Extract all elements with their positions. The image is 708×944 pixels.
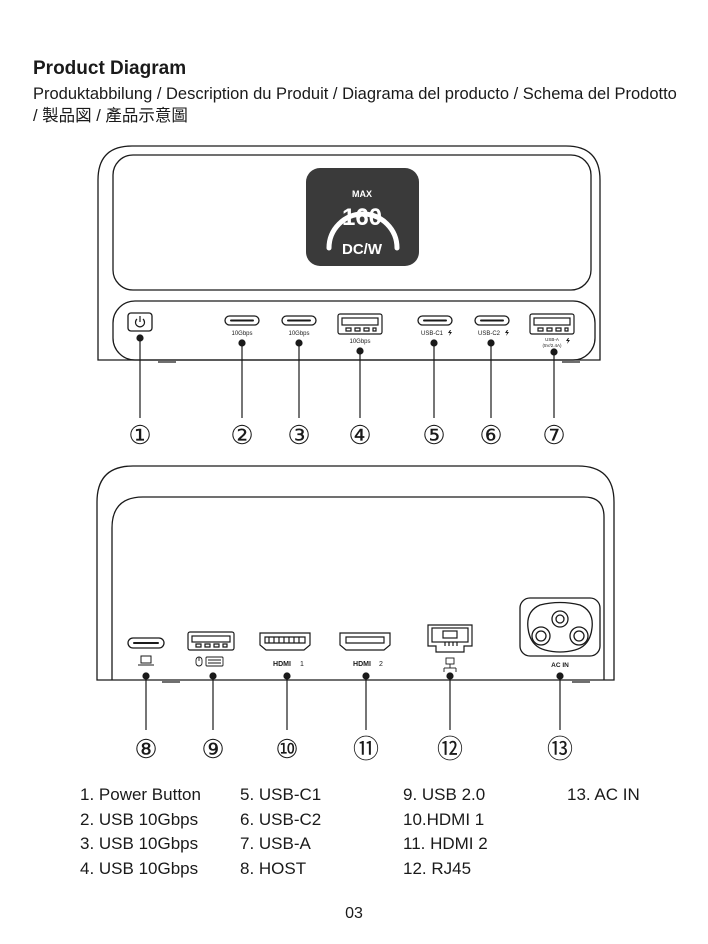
callout-12: ⑫ — [437, 734, 463, 764]
usb-a-port-4[interactable] — [337, 313, 383, 335]
fast-charge-c1-icon — [448, 330, 452, 336]
usb-c2-port[interactable] — [474, 315, 510, 326]
legend-item: 10.HDMI 1 — [403, 809, 485, 829]
usb-a-fast-spec: (5V/2.4A) — [542, 343, 562, 348]
page-title: Product Diagram — [33, 58, 187, 79]
hdmi-2-port[interactable] — [339, 632, 391, 651]
front-leader-lines — [136, 334, 558, 418]
fast-charge-c2-icon — [505, 330, 509, 336]
callout-6: ⑥ — [479, 420, 502, 450]
hdmi-2-logo: HDMI — [353, 661, 371, 668]
ac-in-socket[interactable] — [519, 597, 601, 657]
callout-8: ⑧ — [134, 734, 157, 764]
legend-item: 5. USB-C1 — [240, 785, 322, 804]
callout-7: ⑦ — [542, 420, 565, 450]
power-button[interactable] — [127, 312, 153, 332]
legend-column-3: 9. USB 2.0 10.HDMI 1 11. HDMI 2 12. RJ45 — [403, 783, 488, 881]
hdmi-1-logo: HDMI — [273, 661, 291, 668]
legend-item: 2. USB 10Gbps — [80, 809, 199, 829]
mouse-icon — [195, 656, 203, 667]
usb-c-port-3[interactable] — [281, 315, 317, 326]
page-number: 03 — [345, 905, 363, 922]
callout-1: ① — [128, 420, 151, 450]
laptop-icon — [138, 655, 154, 666]
legend-column-4: 13. AC IN — [567, 783, 640, 808]
legend-item: 6. USB-C2 — [240, 809, 322, 829]
usb-a-4-speed-label: 10Gbps — [349, 339, 370, 345]
hdmi-1-number: 1 — [300, 661, 304, 668]
display-max-label: MAX — [352, 189, 372, 199]
usb-c-3-speed-label: 10Gbps — [288, 331, 309, 337]
power-icon — [134, 316, 146, 328]
usb-c1-label: USB-C1 — [421, 331, 444, 337]
legend-item: 9. USB 2.0 — [403, 785, 486, 804]
usb-a-fast-label: USB-A — [545, 337, 559, 342]
callout-2: ② — [230, 420, 253, 450]
rj45-port[interactable] — [427, 624, 473, 653]
usb-c2-label: USB-C2 — [478, 331, 501, 337]
callout-4: ④ — [348, 420, 371, 450]
host-usb-c-port[interactable] — [127, 637, 165, 649]
back-view — [96, 465, 615, 683]
network-icon — [443, 657, 457, 672]
legend-item: 4. USB 10Gbps — [80, 858, 199, 878]
page-subtitle: Produktabbilung / Description du Produit… — [33, 85, 677, 125]
back-leader-lines — [142, 672, 564, 730]
legend-item: 8. HOST — [240, 858, 307, 878]
callout-11: ⑪ — [353, 734, 379, 764]
callout-10: ⑩ — [275, 734, 298, 764]
legend-item: 3. USB 10Gbps — [80, 834, 199, 853]
legend-column-2: 5. USB-C1 6. USB-C2 7. USB-A 8. HOST — [240, 783, 321, 881]
usb-c-port-2[interactable] — [224, 315, 260, 326]
ac-in-label: AC IN — [551, 662, 569, 669]
legend-column-1: 1. Power Button 2. USB 10Gbps 3. USB 10G… — [80, 783, 201, 881]
fast-charge-a-icon — [566, 338, 570, 344]
callout-13: ⑬ — [547, 734, 573, 764]
callout-3: ③ — [287, 420, 310, 450]
legend-item: 13. AC IN — [567, 785, 640, 804]
display-wattage: 160 — [342, 204, 382, 231]
hdmi-1-port[interactable] — [259, 632, 311, 651]
usb-c-2-speed-label: 10Gbps — [231, 331, 252, 337]
callout-5: ⑤ — [422, 420, 445, 450]
legend-item: 1. Power Button — [80, 785, 201, 804]
usb-c1-port[interactable] — [417, 315, 453, 326]
usb-2-port[interactable] — [187, 631, 235, 651]
display-unit: DC/W — [342, 241, 383, 258]
hdmi-2-number: 2 — [379, 661, 383, 668]
legend-item: 12. RJ45 — [403, 858, 472, 878]
front-view — [97, 145, 601, 363]
keyboard-icon — [205, 656, 224, 667]
usb-a-fast-port[interactable] — [529, 313, 575, 335]
legend-item: 7. USB-A — [240, 834, 311, 853]
power-display: MAX 160 DC/W — [306, 168, 419, 266]
legend-item: 11. HDMI 2 — [403, 834, 488, 853]
callout-9: ⑨ — [201, 734, 224, 764]
